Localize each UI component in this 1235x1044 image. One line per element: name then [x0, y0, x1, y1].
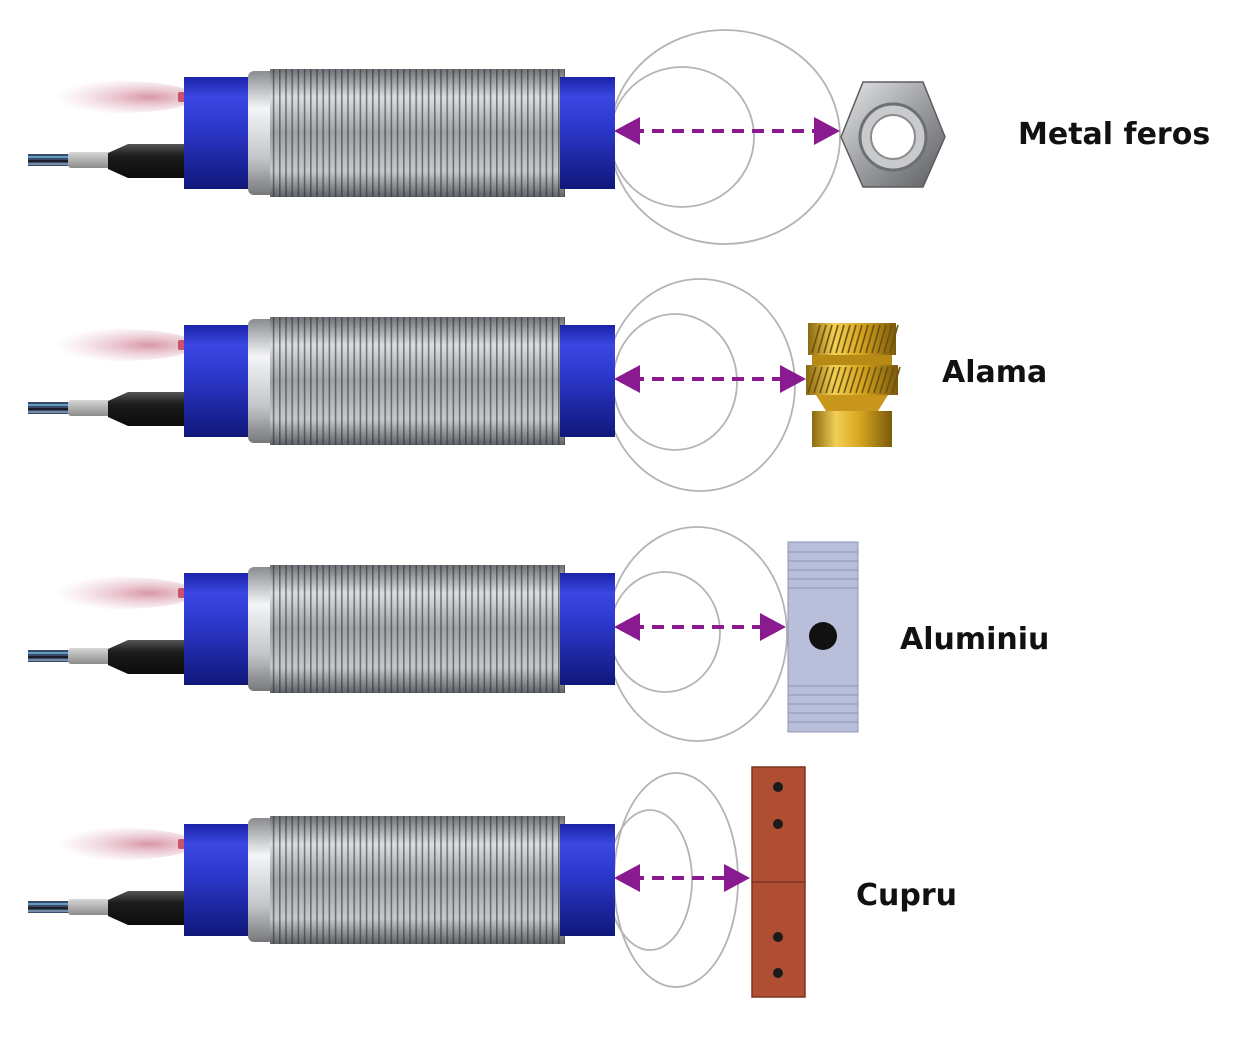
brass-knurl [837, 366, 847, 394]
led-glow [40, 81, 196, 113]
brass-knurl [819, 366, 829, 394]
brass-knurl [879, 366, 889, 394]
brass-knurl [877, 324, 887, 354]
material-label: Alama [942, 355, 1047, 390]
sensor-row: Cupru [28, 766, 957, 998]
distance-arrow-head-left [614, 864, 640, 892]
brass-knurl [831, 366, 841, 394]
brass-knurl [853, 324, 863, 354]
sensor-ring [248, 319, 276, 443]
brass-knurl [813, 366, 823, 394]
hex-nut-hole [870, 114, 916, 160]
sensor-ring [248, 71, 276, 195]
cable-strain-relief [108, 640, 188, 674]
copper-hole [773, 819, 783, 829]
sensor-row: Alama [28, 278, 1047, 492]
led-glow [40, 329, 196, 361]
material-label: Cupru [856, 878, 957, 913]
led-glow [40, 828, 196, 860]
sensor-ring [248, 567, 276, 691]
brass-knurl [885, 366, 895, 394]
brass-knurl [891, 366, 901, 394]
distance-arrow-head-right [760, 613, 786, 641]
distance-arrow-head-right [814, 117, 840, 145]
brass-knurl [835, 324, 845, 354]
brass-knurl [817, 324, 827, 354]
sensor-front-cap [560, 325, 615, 437]
cable-sleeve [68, 648, 110, 664]
sensor-body-back [184, 824, 252, 936]
brass-insert-neck [812, 355, 892, 365]
material-label: Aluminiu [900, 622, 1049, 657]
brass-insert-groove [816, 395, 888, 411]
copper-hole [773, 968, 783, 978]
sensor-thread-grooves [270, 317, 565, 445]
sensor-body-back [184, 77, 252, 189]
brass-knurl [825, 366, 835, 394]
distance-arrow-head-left [614, 117, 640, 145]
aluminum-hole [809, 622, 837, 650]
copper-hole [773, 782, 783, 792]
brass-knurl [811, 324, 821, 354]
cable-sleeve [68, 400, 110, 416]
sensor-thread-grooves [270, 816, 565, 944]
sensor-front-cap [560, 573, 615, 685]
cable-sleeve [68, 899, 110, 915]
distance-arrow-head-left [614, 365, 640, 393]
sensor-ring [248, 818, 276, 942]
sensor-front-cap [560, 77, 615, 189]
brass-knurl [841, 324, 851, 354]
sensor-front-cap [560, 824, 615, 936]
brass-knurl [865, 324, 875, 354]
field-line-outer [609, 29, 841, 245]
sensor-row: Aluminiu [28, 526, 1049, 742]
brass-knurl [873, 366, 883, 394]
led-glow [40, 577, 196, 609]
cable-strain-relief [108, 144, 188, 178]
brass-knurl [871, 324, 881, 354]
brass-knurl [823, 324, 833, 354]
sensor-thread-grooves [270, 565, 565, 693]
distance-arrow-head-right [724, 864, 750, 892]
brass-knurl [861, 366, 871, 394]
sensor-body-back [184, 573, 252, 685]
cable-sleeve [68, 152, 110, 168]
cable-strain-relief [108, 392, 188, 426]
brass-knurl [807, 366, 817, 394]
sensor-row: Metal feros [28, 29, 1210, 245]
distance-arrow-head-left [614, 613, 640, 641]
brass-knurl [847, 324, 857, 354]
brass-knurl [843, 366, 853, 394]
brass-knurl [867, 366, 877, 394]
distance-arrow-head-right [780, 365, 806, 393]
brass-insert-base [812, 411, 892, 447]
sensor-body-back [184, 325, 252, 437]
brass-knurl [829, 324, 839, 354]
cable-strain-relief [108, 891, 188, 925]
brass-knurl [859, 324, 869, 354]
brass-knurl [855, 366, 865, 394]
brass-knurl [889, 324, 899, 354]
copper-hole [773, 932, 783, 942]
brass-knurl [883, 324, 893, 354]
material-label: Metal feros [1018, 117, 1210, 152]
sensor-thread-grooves [270, 69, 565, 197]
brass-knurl [849, 366, 859, 394]
